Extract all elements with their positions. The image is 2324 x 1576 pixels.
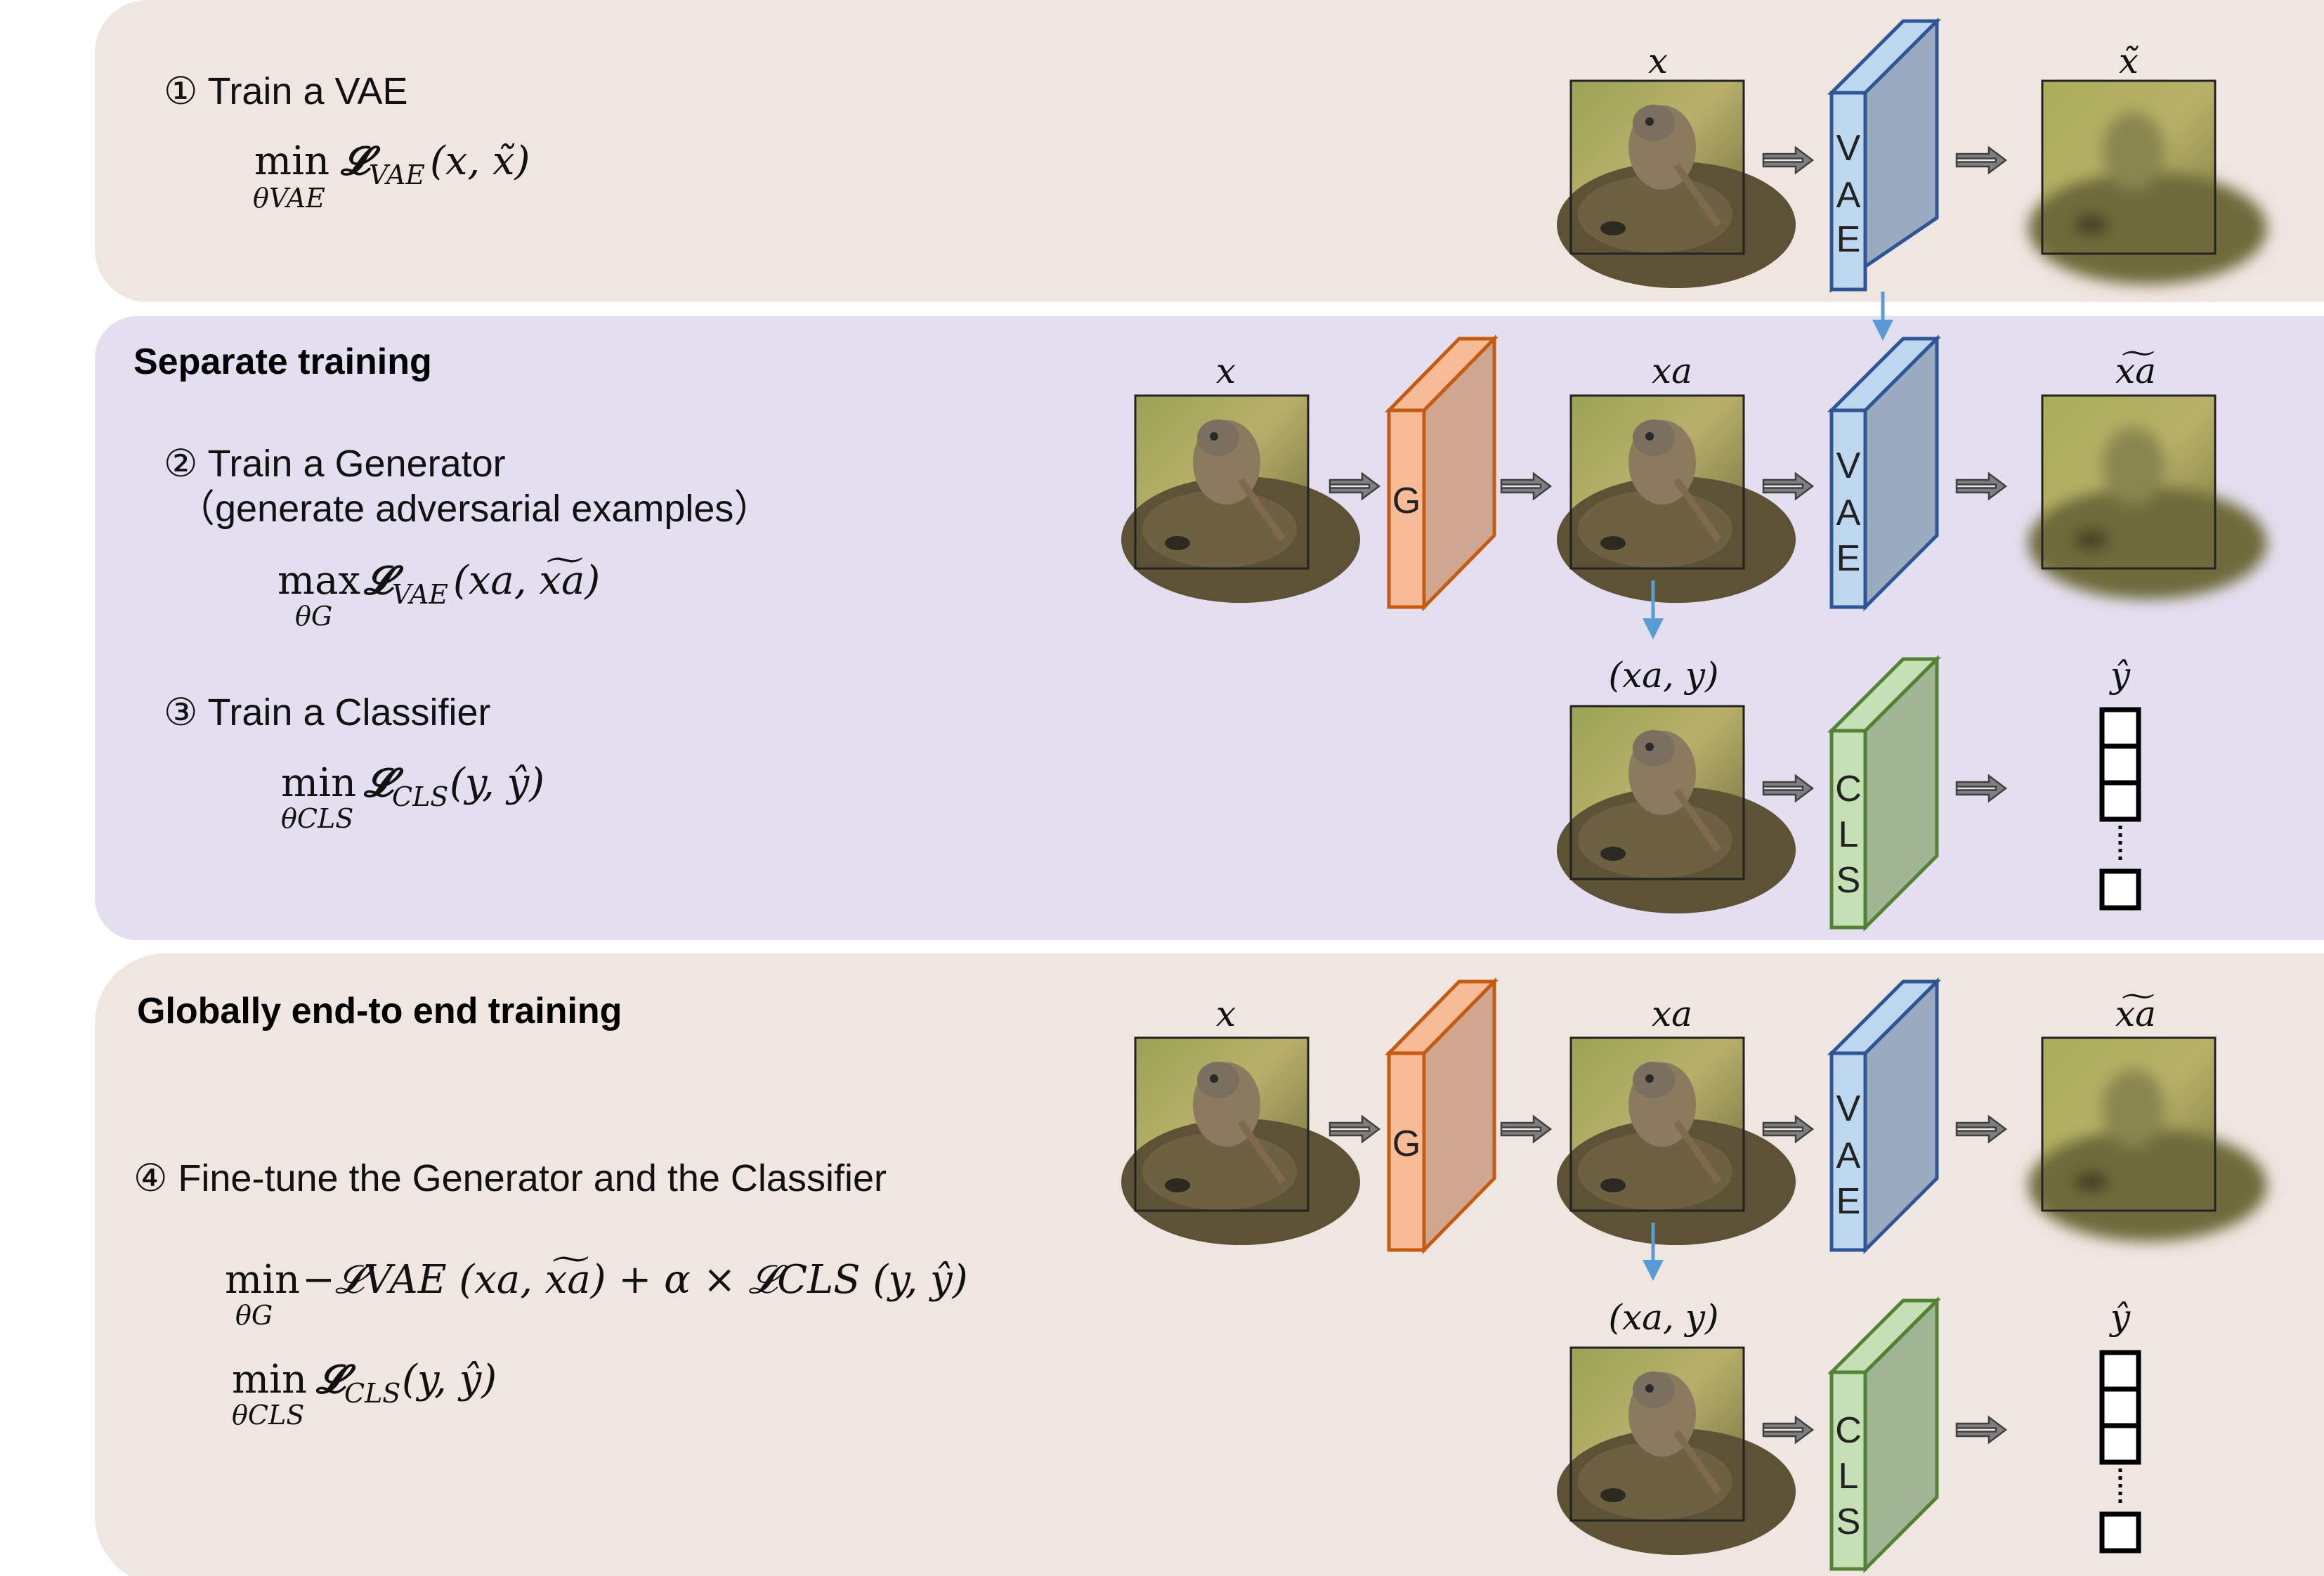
label-xa-tilde-row2: x͠a bbox=[2115, 350, 2156, 391]
adversarial-image-row4 bbox=[1557, 1038, 1796, 1245]
generator-letter-row4: G bbox=[1392, 1124, 1421, 1164]
separate-training-title: Separate training bbox=[133, 341, 432, 382]
step-2-label: ② Train a Generator bbox=[164, 443, 506, 485]
step-1-min-op: min bbox=[254, 138, 329, 184]
panel-end-to-end bbox=[95, 953, 2324, 1576]
label-xa-row2: xa bbox=[1652, 351, 1692, 391]
classifier-block-row3: C L S bbox=[1827, 654, 1942, 932]
prediction-vector-row5 bbox=[2099, 1350, 2141, 1554]
label-x-row1: x bbox=[1648, 41, 1668, 82]
prediction-vector-row3 bbox=[2099, 707, 2141, 911]
label-x-tilde-row1: x̃ bbox=[2119, 41, 2139, 82]
step-4a-min-op: min bbox=[225, 1257, 300, 1303]
step-1-min-subscript: θVAE bbox=[253, 183, 325, 214]
step-4b-loss-args: (y, ŷ) bbox=[402, 1357, 497, 1402]
step-3-min-op: min bbox=[281, 760, 356, 806]
step-4b-min-subscript: θCLS bbox=[232, 1400, 304, 1431]
adversarial-pair-image-row5 bbox=[1557, 1348, 1796, 1555]
step-2-loss-subscript: VAE bbox=[392, 579, 448, 610]
generator-block-row4: G bbox=[1385, 977, 1499, 1255]
step-4b-min-op: min bbox=[232, 1357, 307, 1402]
cls-letter-s-row5: S bbox=[1836, 1502, 1861, 1542]
vae-letter-e-row1: E bbox=[1836, 219, 1861, 260]
cls-letter-l-row5: L bbox=[1839, 1456, 1859, 1497]
adversarial-image-row2 bbox=[1557, 396, 1796, 603]
cls-letter-c-row3: C bbox=[1835, 769, 1862, 809]
classifier-block-row5: C L S bbox=[1827, 1296, 1942, 1574]
step-3-loss-args: (y, ŷ) bbox=[450, 760, 544, 806]
input-image-row2 bbox=[1121, 396, 1360, 603]
vae-block-row2: V A E bbox=[1827, 334, 1942, 612]
vae-letter-v-row4: V bbox=[1836, 1088, 1861, 1129]
label-pair-row3: (xa, y) bbox=[1608, 655, 1718, 696]
generator-block-row2: G bbox=[1385, 334, 1499, 612]
step-4b-loss-subscript: CLS bbox=[344, 1378, 400, 1409]
cls-letter-s-row3: S bbox=[1836, 860, 1861, 901]
step-3-label: ③ Train a Classifier bbox=[164, 691, 491, 734]
cls-letter-l-row3: L bbox=[1839, 814, 1859, 855]
input-image-row4 bbox=[1121, 1038, 1360, 1245]
reconstructed-image-row1 bbox=[2028, 79, 2267, 285]
step-1-label: ① Train a VAE bbox=[164, 70, 408, 112]
vae-block-row4: V A E bbox=[1827, 977, 1942, 1255]
label-yhat-row3: ŷ bbox=[2109, 655, 2131, 696]
label-x-row4: x bbox=[1216, 994, 1236, 1034]
vae-letter-e-row2: E bbox=[1836, 538, 1861, 579]
step-2-note: （generate adversarial examples） bbox=[177, 488, 771, 530]
reconstructed-adv-image-row4 bbox=[2028, 1036, 2267, 1242]
end-to-end-title: Globally end-to end training bbox=[137, 991, 622, 1031]
generator-letter-row2: G bbox=[1392, 481, 1421, 521]
label-xa-tilde-row4: x͠a bbox=[2115, 993, 2156, 1034]
step-2-max-subscript: θG bbox=[295, 601, 332, 632]
step-3-min-subscript: θCLS bbox=[281, 803, 353, 834]
cls-letter-c-row5: C bbox=[1835, 1410, 1862, 1451]
input-image-row1 bbox=[1557, 81, 1796, 288]
adversarial-pair-image-row3 bbox=[1557, 706, 1796, 913]
vae-block-row1: V A E bbox=[1827, 18, 1942, 293]
reconstructed-adv-image-row2 bbox=[2028, 394, 2267, 599]
vae-letter-v-row1: V bbox=[1836, 128, 1861, 169]
label-pair-row5: (xa, y) bbox=[1608, 1297, 1718, 1338]
step-1-loss-args: (x, x̃) bbox=[430, 138, 530, 184]
label-yhat-row5: ŷ bbox=[2109, 1297, 2131, 1338]
vae-letter-a-row1: A bbox=[1836, 175, 1861, 216]
vae-letter-a-row4: A bbox=[1836, 1135, 1861, 1176]
label-x-row2: x bbox=[1216, 351, 1236, 391]
step-1-loss-subscript: VAE bbox=[369, 159, 425, 190]
vae-letter-e-row4: E bbox=[1836, 1181, 1861, 1222]
step-2-loss-args: (xa, x͠a) bbox=[453, 557, 600, 604]
step-4a-min-subscript: θG bbox=[235, 1300, 273, 1331]
step-3-loss-subscript: CLS bbox=[392, 781, 448, 812]
step-4-label: ④ Fine-tune the Generator and the Classi… bbox=[133, 1157, 887, 1199]
label-xa-row4: xa bbox=[1652, 994, 1692, 1034]
vae-letter-v-row2: V bbox=[1836, 445, 1861, 486]
step-4a-equation: −𝓛VAE (xa, x͠a) + α × 𝓛CLS (y, ŷ) bbox=[302, 1256, 968, 1303]
step-2-max-op: max bbox=[278, 558, 360, 604]
vae-letter-a-row2: A bbox=[1836, 493, 1861, 533]
